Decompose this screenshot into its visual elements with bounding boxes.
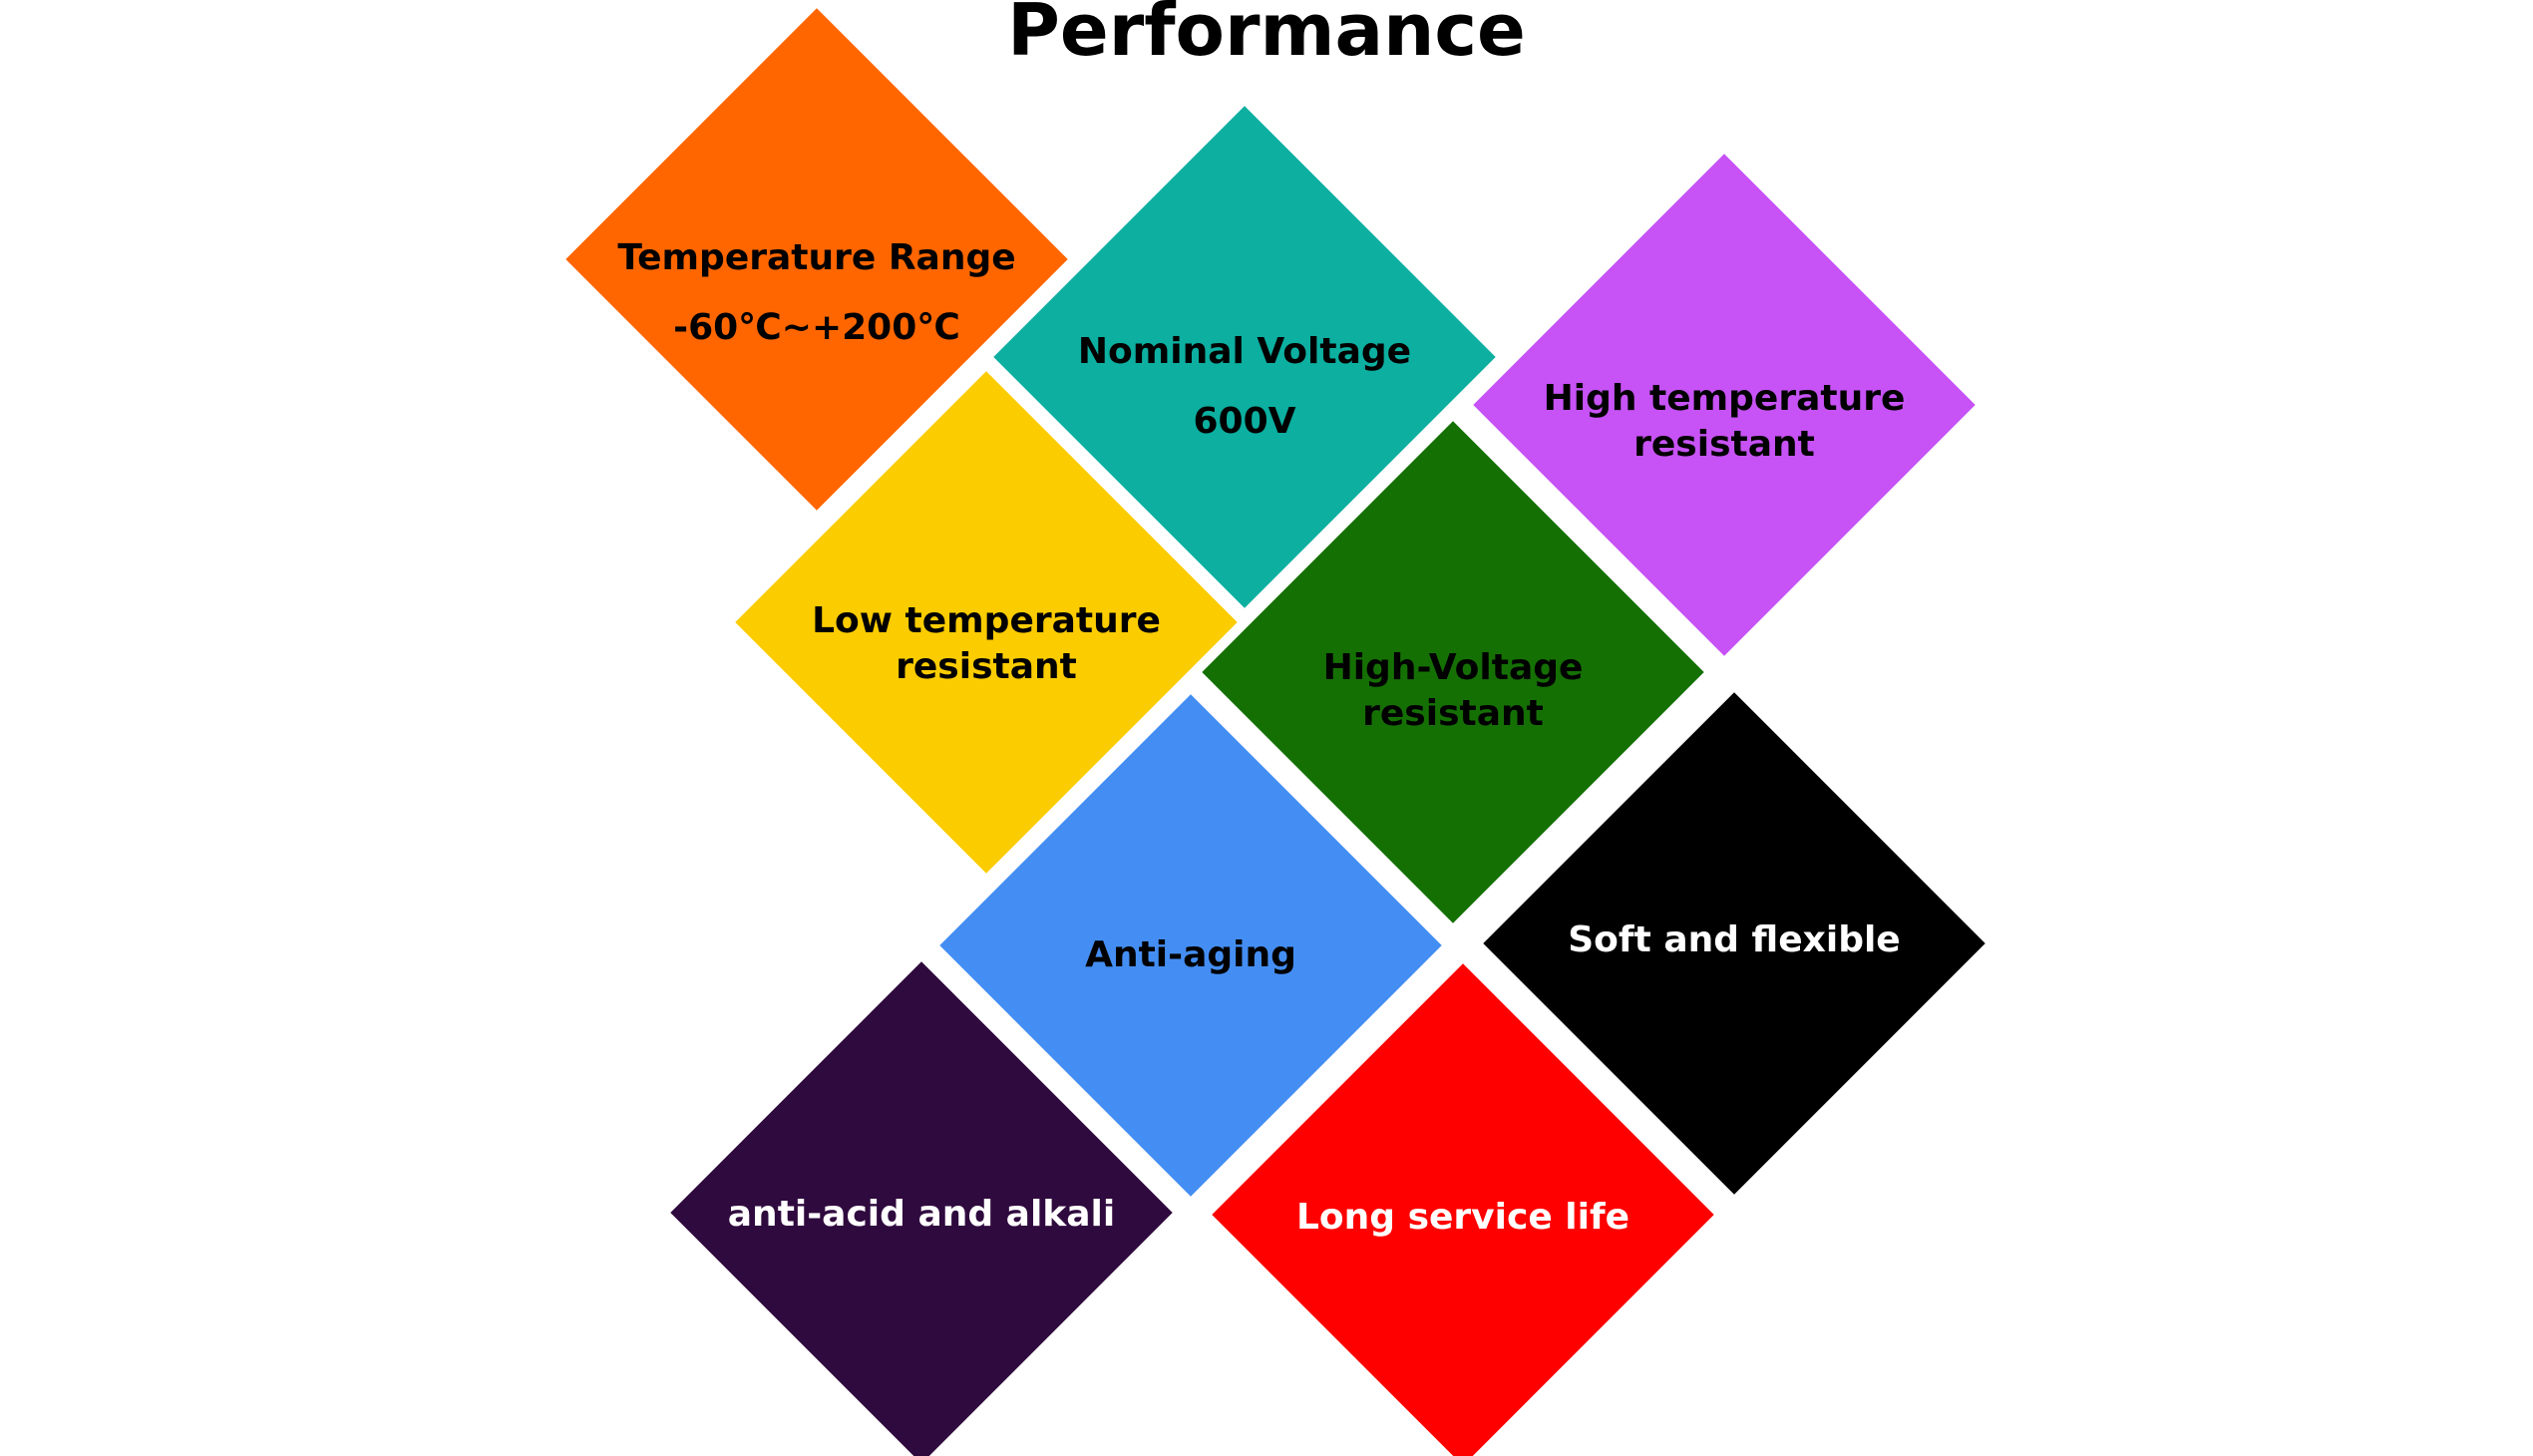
- tile-label-low-temperature-resistant: Low temperature resistant: [747, 598, 1226, 690]
- tile-label-nominal-voltage: Nominal Voltage 600V: [1005, 329, 1484, 445]
- tile-label-anti-acid-and-alkali: anti-acid and alkali: [682, 1192, 1161, 1238]
- tile-label-line: Anti-aging: [1085, 934, 1296, 975]
- tile-label-line: Soft and flexible: [1568, 919, 1901, 960]
- tile-label-high-voltage-resistant: High-Voltage resistant: [1214, 645, 1692, 737]
- tile-label-line: anti-acid and alkali: [727, 1194, 1116, 1235]
- tile-label-line: resistant: [896, 646, 1077, 687]
- tile-label-high-temperature-resistant: High temperature resistant: [1485, 376, 1964, 468]
- tile-label-line: Nominal Voltage: [1077, 331, 1412, 372]
- tile-label-soft-and-flexible: Soft and flexible: [1495, 917, 1974, 963]
- tile-label-line: -60℃~+200℃: [673, 307, 960, 348]
- tile-label-line: High temperature: [1543, 378, 1906, 419]
- tile-label-long-service-life: Long service life: [1224, 1195, 1702, 1241]
- diagram-title: Performance: [1007, 0, 1526, 72]
- tile-label-line: Temperature Range: [617, 237, 1016, 278]
- tile-label-line: High-Voltage: [1322, 647, 1584, 688]
- tile-label-temperature-range: Temperature Range -60℃~+200℃: [577, 235, 1056, 351]
- tile-label-line: Long service life: [1295, 1197, 1630, 1238]
- tile-label-line: 600V: [1193, 401, 1296, 442]
- tile-label-anti-aging: Anti-aging: [951, 932, 1430, 978]
- tile-label-line: resistant: [1633, 424, 1815, 465]
- tile-label-line: resistant: [1362, 693, 1544, 734]
- tile-label-line: Low temperature: [812, 600, 1161, 641]
